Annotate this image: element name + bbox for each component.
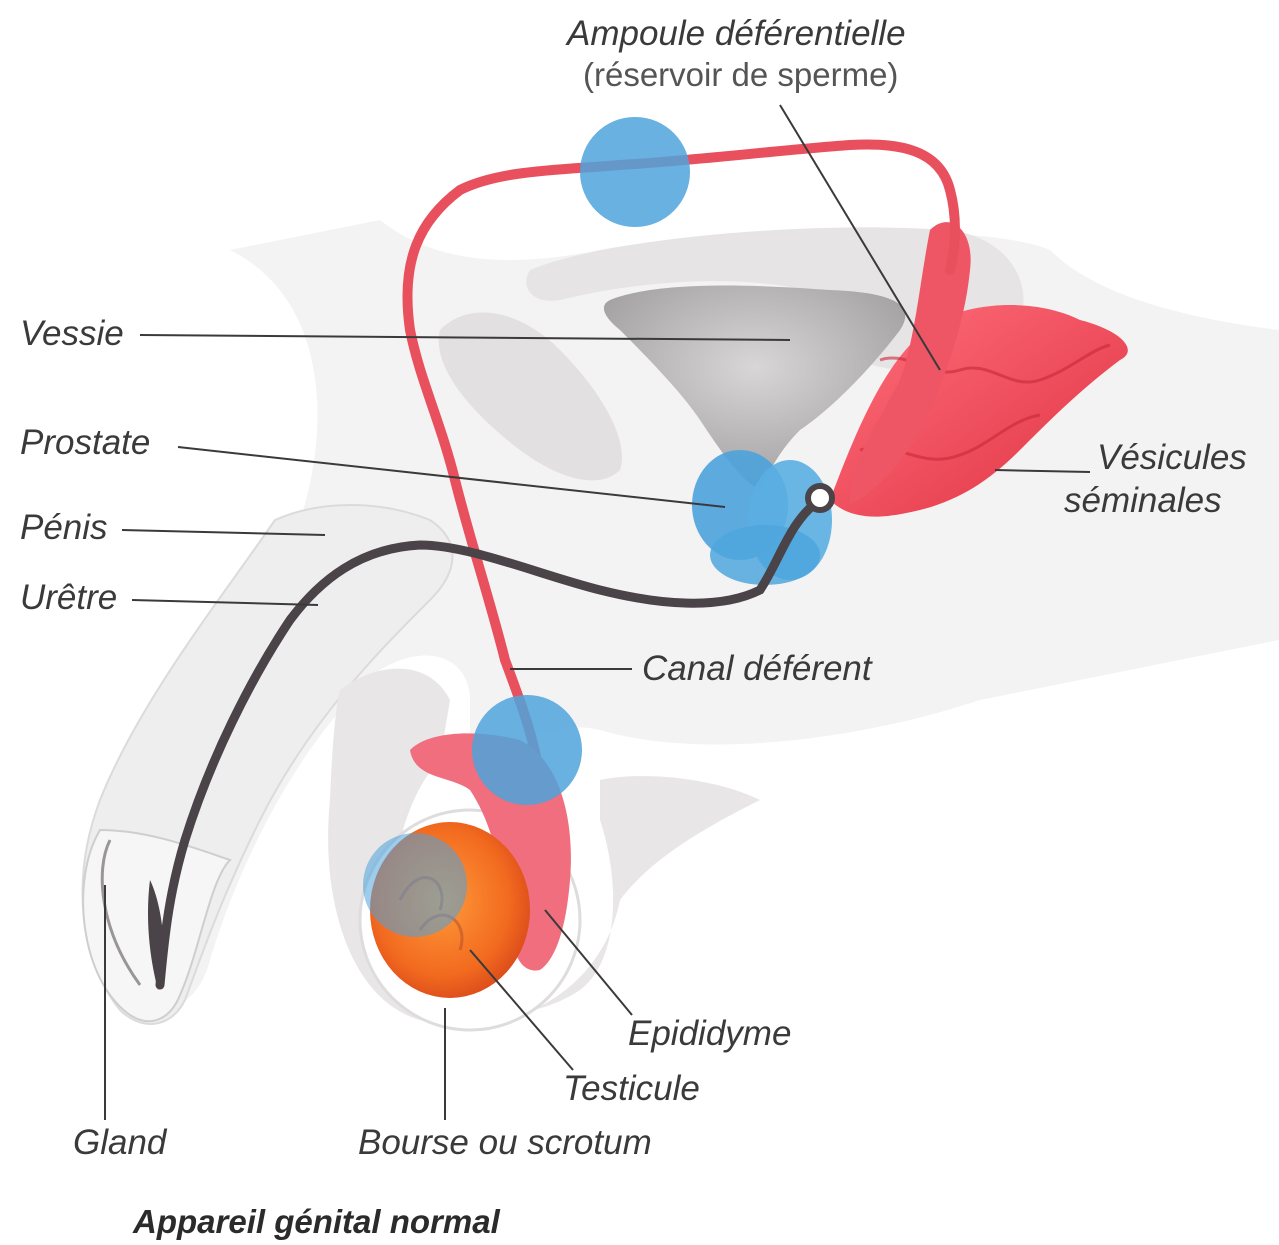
label-canal: Canal déférent bbox=[642, 651, 872, 686]
highlight-testis bbox=[363, 833, 467, 937]
label-prostate: Prostate bbox=[20, 425, 150, 460]
label-epididyme: Epididyme bbox=[628, 1016, 791, 1051]
label-uretre: Urêtre bbox=[20, 580, 117, 615]
label-vesicules-2: séminales bbox=[1064, 483, 1222, 518]
label-penis: Pénis bbox=[20, 510, 108, 545]
label-bourse: Bourse ou scrotum bbox=[358, 1125, 652, 1160]
highlight-ampulla bbox=[580, 117, 690, 227]
label-vesicules-1: Vésicules bbox=[1097, 440, 1247, 475]
diagram-caption: Appareil génital normal bbox=[133, 1205, 500, 1238]
label-gland: Gland bbox=[73, 1125, 166, 1160]
ejaculatory-duct bbox=[808, 486, 832, 510]
label-ampoule: Ampoule déférentielle bbox=[567, 16, 906, 51]
highlight-vas bbox=[472, 695, 582, 805]
label-testicule: Testicule bbox=[563, 1071, 700, 1106]
label-vessie: Vessie bbox=[20, 316, 124, 351]
label-ampoule-sub: (réservoir de sperme) bbox=[583, 58, 898, 91]
